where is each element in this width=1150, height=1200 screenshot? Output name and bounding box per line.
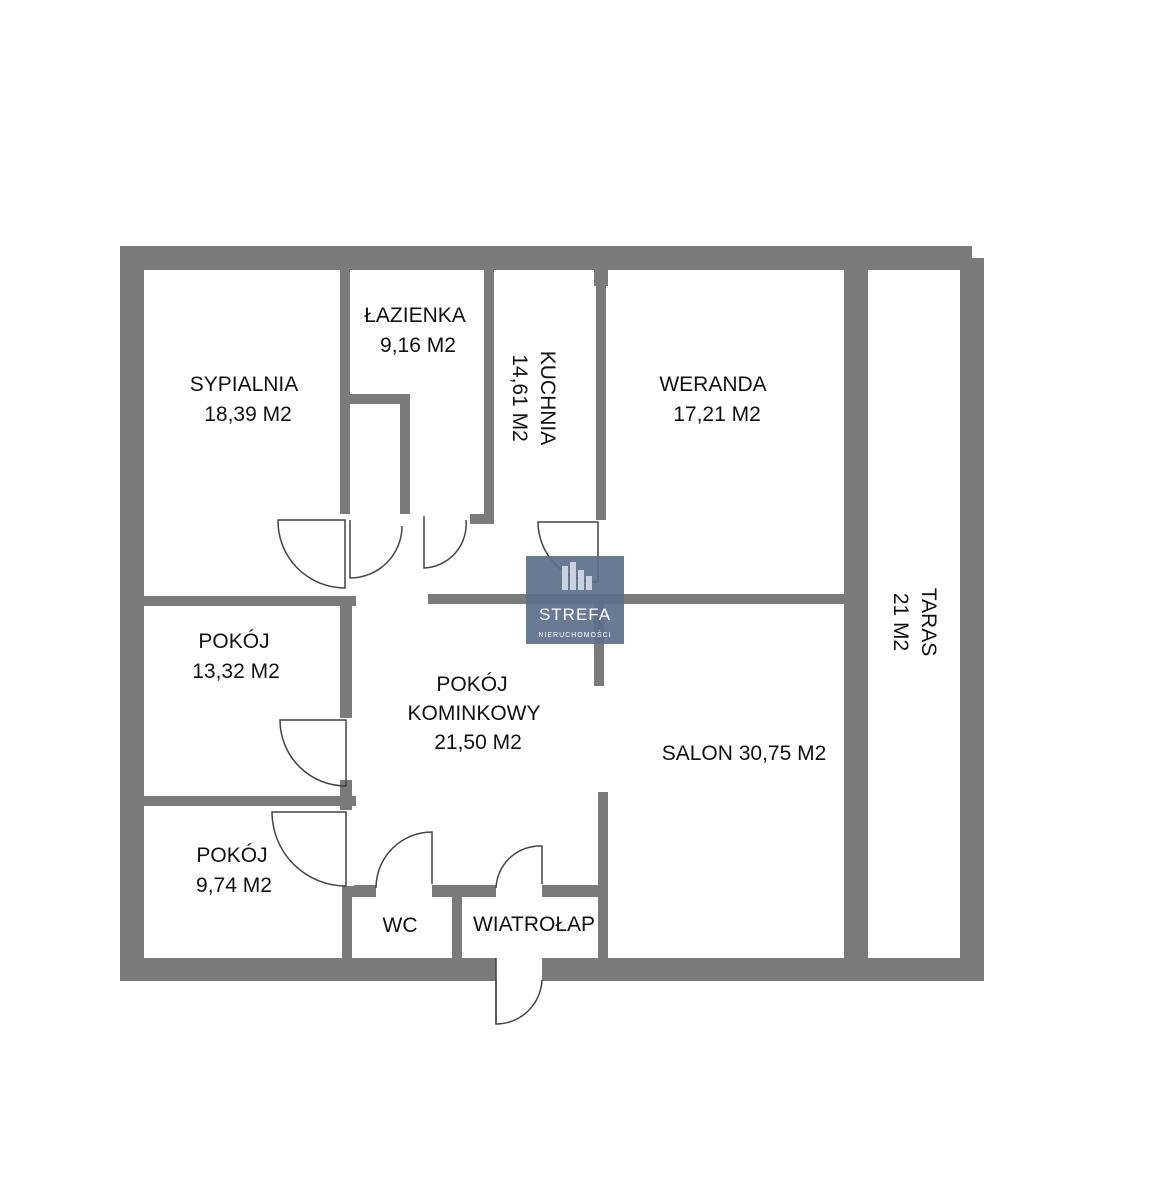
- wall-closet-right: [400, 394, 410, 514]
- door-closet: [349, 520, 403, 579]
- wall-weranda-top-stub: [594, 266, 608, 286]
- door-wc: [375, 831, 433, 889]
- label-weranda-area: 17,21 M2: [673, 403, 761, 426]
- door-lazienka: [423, 516, 467, 569]
- wall-pokoj-hall-upper: [340, 600, 352, 718]
- wall-pokoj-pokoj: [138, 796, 356, 806]
- label-kuchnia-area: 14,61 M2: [508, 354, 531, 442]
- wall-pokoj2-right: [342, 882, 352, 962]
- label-salon: SALON 30,75 M2: [662, 742, 827, 765]
- wall-kuchnia-weranda: [596, 266, 606, 520]
- label-wiatrolap: WIATROŁAP: [473, 913, 595, 936]
- outer-wall-left: [120, 246, 144, 981]
- label-kominkowy-name2: KOMINKOWY: [407, 702, 540, 725]
- label-kominkowy-area: 21,50 M2: [434, 731, 522, 754]
- wall-kuchnia-bottom: [470, 514, 494, 524]
- label-wc: WC: [383, 914, 418, 937]
- wall-closet-top: [348, 394, 410, 404]
- door-wiatrolap: [495, 845, 543, 889]
- wall-sypialnia-pokoj: [138, 596, 356, 606]
- label-kominkowy-name1: POKÓJ: [436, 673, 507, 696]
- outer-wall-bottom: [120, 958, 984, 981]
- label-kuchnia-name: KUCHNIA: [536, 351, 559, 446]
- label-pokoj1-area: 13,32 M2: [192, 660, 280, 683]
- label-pokoj1-name: POKÓJ: [198, 630, 269, 653]
- wall-lazienka-kuchnia: [484, 258, 494, 522]
- logo-name: STREFA: [539, 605, 611, 624]
- label-sypialnia-name: SYPIALNIA: [190, 373, 299, 396]
- label-sypialnia-area: 18,39 M2: [204, 403, 292, 426]
- label-taras-name: TARAS: [917, 588, 940, 656]
- wall-wiatrolap-salon: [598, 792, 608, 962]
- door-sypialnia: [277, 519, 346, 589]
- wall-sypialnia-lazienka: [340, 258, 350, 514]
- door-entrance: [495, 958, 543, 1025]
- label-pokoj2-name: POKÓJ: [196, 844, 267, 867]
- outer-wall-top: [120, 246, 972, 270]
- buildings-icon: [562, 562, 592, 590]
- label-taras-area: 21 M2: [889, 593, 912, 651]
- door-pokoj1: [279, 719, 347, 787]
- wall-weranda-salon: [428, 594, 856, 604]
- logo-tagline: NIERUCHOMOŚCI: [538, 630, 611, 639]
- door-pokoj2: [271, 811, 347, 887]
- label-weranda-name: WERANDA: [659, 373, 766, 396]
- wall-wc-wiatrolap: [452, 890, 462, 962]
- outer-wall-right-cap: [960, 258, 982, 270]
- outer-wall-right: [960, 258, 984, 981]
- label-lazienka-name: ŁAZIENKA: [364, 304, 466, 327]
- label-pokoj2-area: 9,74 M2: [196, 874, 272, 897]
- label-lazienka-area: 9,16 M2: [380, 334, 456, 357]
- strefa-logo: STREFA NIERUCHOMOŚCI: [526, 556, 624, 644]
- room-labels: SYPIALNIA 18,39 M2 ŁAZIENKA 9,16 M2 KUCH…: [190, 304, 940, 937]
- wall-taras-separator: [844, 258, 868, 981]
